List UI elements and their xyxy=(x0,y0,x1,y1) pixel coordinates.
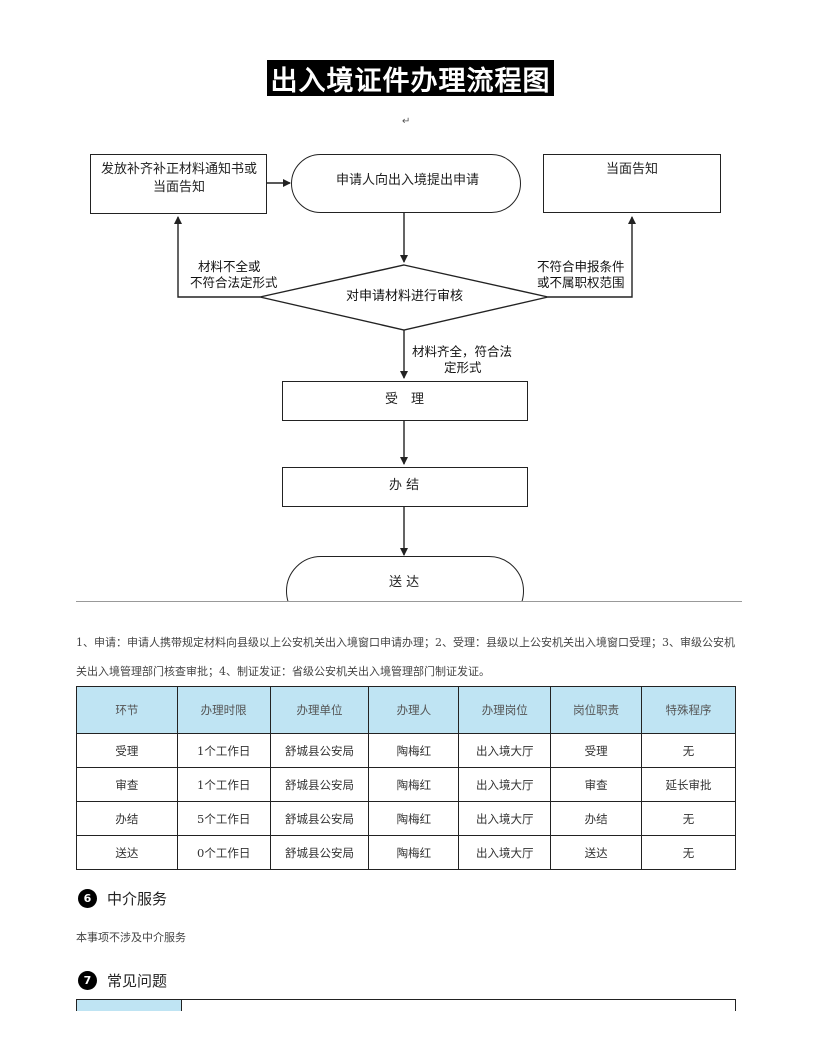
section-intermediary-text: 本事项不涉及中介服务 xyxy=(76,931,186,944)
notice-materials-line1: 发放补齐补正材料通知书或 xyxy=(101,162,258,177)
apply-label: 申请人向出入境提出申请 xyxy=(336,173,480,188)
deliver-terminal: 送 达 xyxy=(286,556,524,602)
header-time-limit: 办理时限 xyxy=(176,686,271,734)
finish-label: 办 结 xyxy=(389,478,420,493)
procedure-table: 环节 办理时限 办理单位 办理人 办理岗位 岗位职责 特殊程序 受理 1个工作日… xyxy=(76,686,736,870)
incomplete-label: 材料不全或 不符合法定形式 xyxy=(190,259,278,290)
out-of-scope-label: 不符合申报条件 或不属职权范围 xyxy=(537,259,625,290)
header-duty: 岗位职责 xyxy=(550,686,643,734)
section-faq-heading: 7 常见问题 xyxy=(78,970,167,991)
apply-terminal: 申请人向出入境提出申请 xyxy=(291,154,521,213)
header-unit: 办理单位 xyxy=(269,686,370,734)
section-title: 中介服务 xyxy=(107,890,168,908)
face-notice-label: 当面告知 xyxy=(606,162,659,177)
section-intermediary-heading: 6 中介服务 xyxy=(78,888,167,909)
arrow-review-to-notice xyxy=(174,216,260,298)
table-row: 受理 1个工作日 舒城县公安局 陶梅红 出入境大厅 受理 无 xyxy=(76,733,736,768)
paragraph-mark: ↵ xyxy=(402,116,411,127)
section-number-badge: 7 xyxy=(78,971,97,990)
header-stage: 环节 xyxy=(76,686,178,734)
section-number-badge: 6 xyxy=(78,889,97,908)
deliver-terminal-clip: 送 达 xyxy=(286,556,524,602)
notice-materials-box: 发放补齐补正材料通知书或 当面告知 xyxy=(90,154,267,214)
section-title: 常见问题 xyxy=(107,972,168,990)
page-title: 出入境证件办理流程图 xyxy=(267,60,554,97)
notice-materials-line2: 当面告知 xyxy=(153,180,206,195)
procedure-description: 1、申请：申请人携带规定材料向县级以上公安机关出入境窗口申请办理；2、受理：县级… xyxy=(76,636,735,678)
table-header-row: 环节 办理时限 办理单位 办理人 办理岗位 岗位职责 特殊程序 xyxy=(76,686,736,734)
page-divider xyxy=(76,601,742,602)
table-row: 办结 5个工作日 舒城县公安局 陶梅红 出入境大厅 办结 无 xyxy=(76,801,736,836)
accept-box: 受 理 xyxy=(282,381,528,421)
table-row: 审查 1个工作日 舒城县公安局 陶梅红 出入境大厅 审查 延长审批 xyxy=(76,767,736,802)
flowchart-connectors xyxy=(174,179,636,556)
faq-table-header-cell xyxy=(77,1000,182,1011)
face-notice-box: 当面告知 xyxy=(543,154,721,213)
finish-box: 办 结 xyxy=(282,467,528,507)
faq-table xyxy=(76,999,736,1011)
header-special: 特殊程序 xyxy=(641,686,736,734)
accept-label: 受 理 xyxy=(385,392,425,407)
header-handler: 办理人 xyxy=(368,686,460,734)
deliver-label: 送 达 xyxy=(389,575,420,590)
review-label: 对申请材料进行审核 xyxy=(346,289,464,304)
header-post: 办理岗位 xyxy=(458,686,552,734)
table-row: 送达 0个工作日 舒城县公安局 陶梅红 出入境大厅 送达 无 xyxy=(76,835,736,870)
arrow-review-to-face-notice xyxy=(548,216,636,298)
complete-label: 材料齐全，符合法 定形式 xyxy=(412,344,513,375)
